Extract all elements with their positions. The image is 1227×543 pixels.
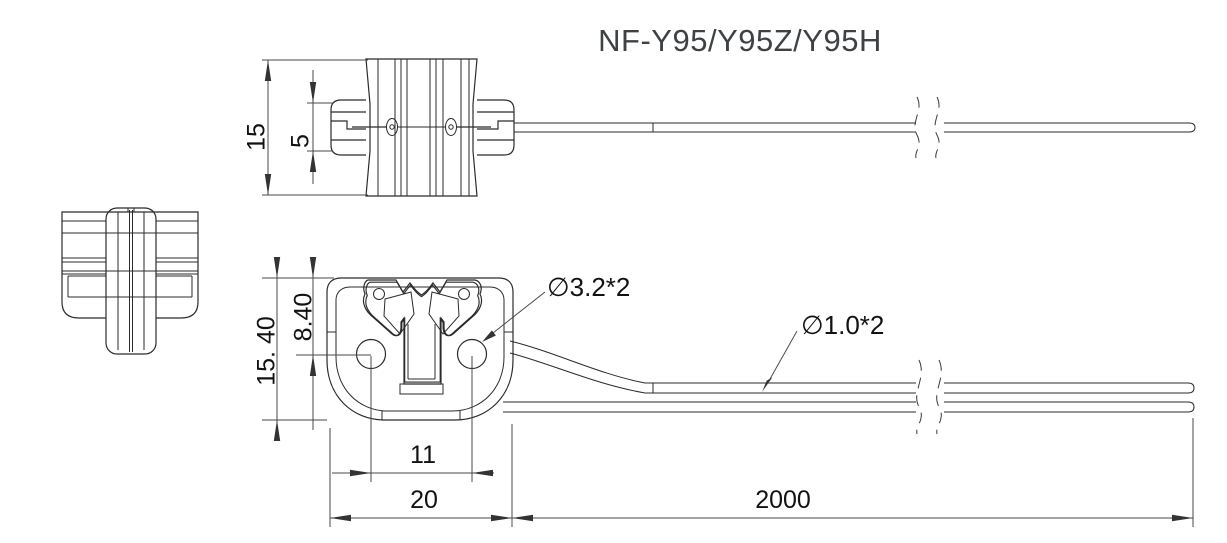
front-pilot-hole-right bbox=[458, 288, 470, 300]
top-wire-break-mark bbox=[914, 96, 940, 159]
top-left-tab bbox=[330, 99, 386, 156]
top-eyelet-left-hole bbox=[389, 124, 395, 130]
dim-front-body-width: 20 bbox=[329, 424, 513, 527]
top-right-tab bbox=[457, 99, 515, 156]
top-eyelet-left bbox=[386, 118, 398, 136]
dim-text-11: 11 bbox=[410, 441, 436, 469]
front-pilot-hole-left bbox=[373, 288, 385, 300]
top-eyelet-right bbox=[445, 118, 457, 136]
front-wire-lower bbox=[503, 401, 1195, 413]
dim-front-hole-spacing: 11 bbox=[332, 356, 494, 482]
dim-front-hole-center: 8.40 bbox=[290, 257, 371, 430]
front-center-channel bbox=[399, 324, 444, 395]
dim-text-2000: 2000 bbox=[755, 486, 811, 514]
top-eyelet-right-hole bbox=[448, 124, 454, 130]
front-body-outline bbox=[326, 277, 514, 421]
dim-text-8-40: 8.40 bbox=[290, 293, 318, 342]
front-wing-pockets bbox=[383, 291, 460, 335]
dim-front-wire-length: 2000 bbox=[512, 418, 1194, 527]
dim-text-5: 5 bbox=[287, 134, 315, 148]
top-body-outline bbox=[365, 58, 478, 197]
top-wire bbox=[514, 122, 1196, 133]
side-center-pill bbox=[105, 207, 157, 355]
dim-top-slot-height: 5 bbox=[287, 70, 333, 184]
side-detail-lines bbox=[62, 208, 198, 352]
callout-text-wires: ∅1.0*2 bbox=[801, 310, 884, 340]
drawing-title: NF-Y95/Y95Z/Y95H bbox=[598, 23, 882, 58]
side-view bbox=[61, 207, 199, 355]
callout-mount-holes: ∅3.2*2 bbox=[482, 272, 630, 342]
front-wire-upper bbox=[509, 340, 1195, 394]
front-wire-break-mark bbox=[916, 359, 942, 435]
dim-text-15-40: 15. 40 bbox=[253, 316, 281, 386]
dim-text-20: 20 bbox=[410, 486, 438, 514]
front-core-cutout bbox=[362, 279, 483, 385]
dim-top-overall-height: 15 bbox=[243, 59, 368, 196]
callout-wires: ∅1.0*2 bbox=[762, 310, 884, 392]
top-view: 15 5 bbox=[243, 58, 1196, 197]
front-core-cutout-inner-line bbox=[365, 281, 480, 383]
dim-text-15: 15 bbox=[243, 123, 271, 151]
callout-text-holes: ∅3.2*2 bbox=[547, 272, 630, 302]
front-view: ∅3.2*2 ∅1.0*2 15. 40 8.40 11 bbox=[253, 257, 1195, 527]
front-body-inner-outline bbox=[327, 286, 513, 420]
dim-front-overall-height: 15. 40 bbox=[253, 257, 334, 441]
